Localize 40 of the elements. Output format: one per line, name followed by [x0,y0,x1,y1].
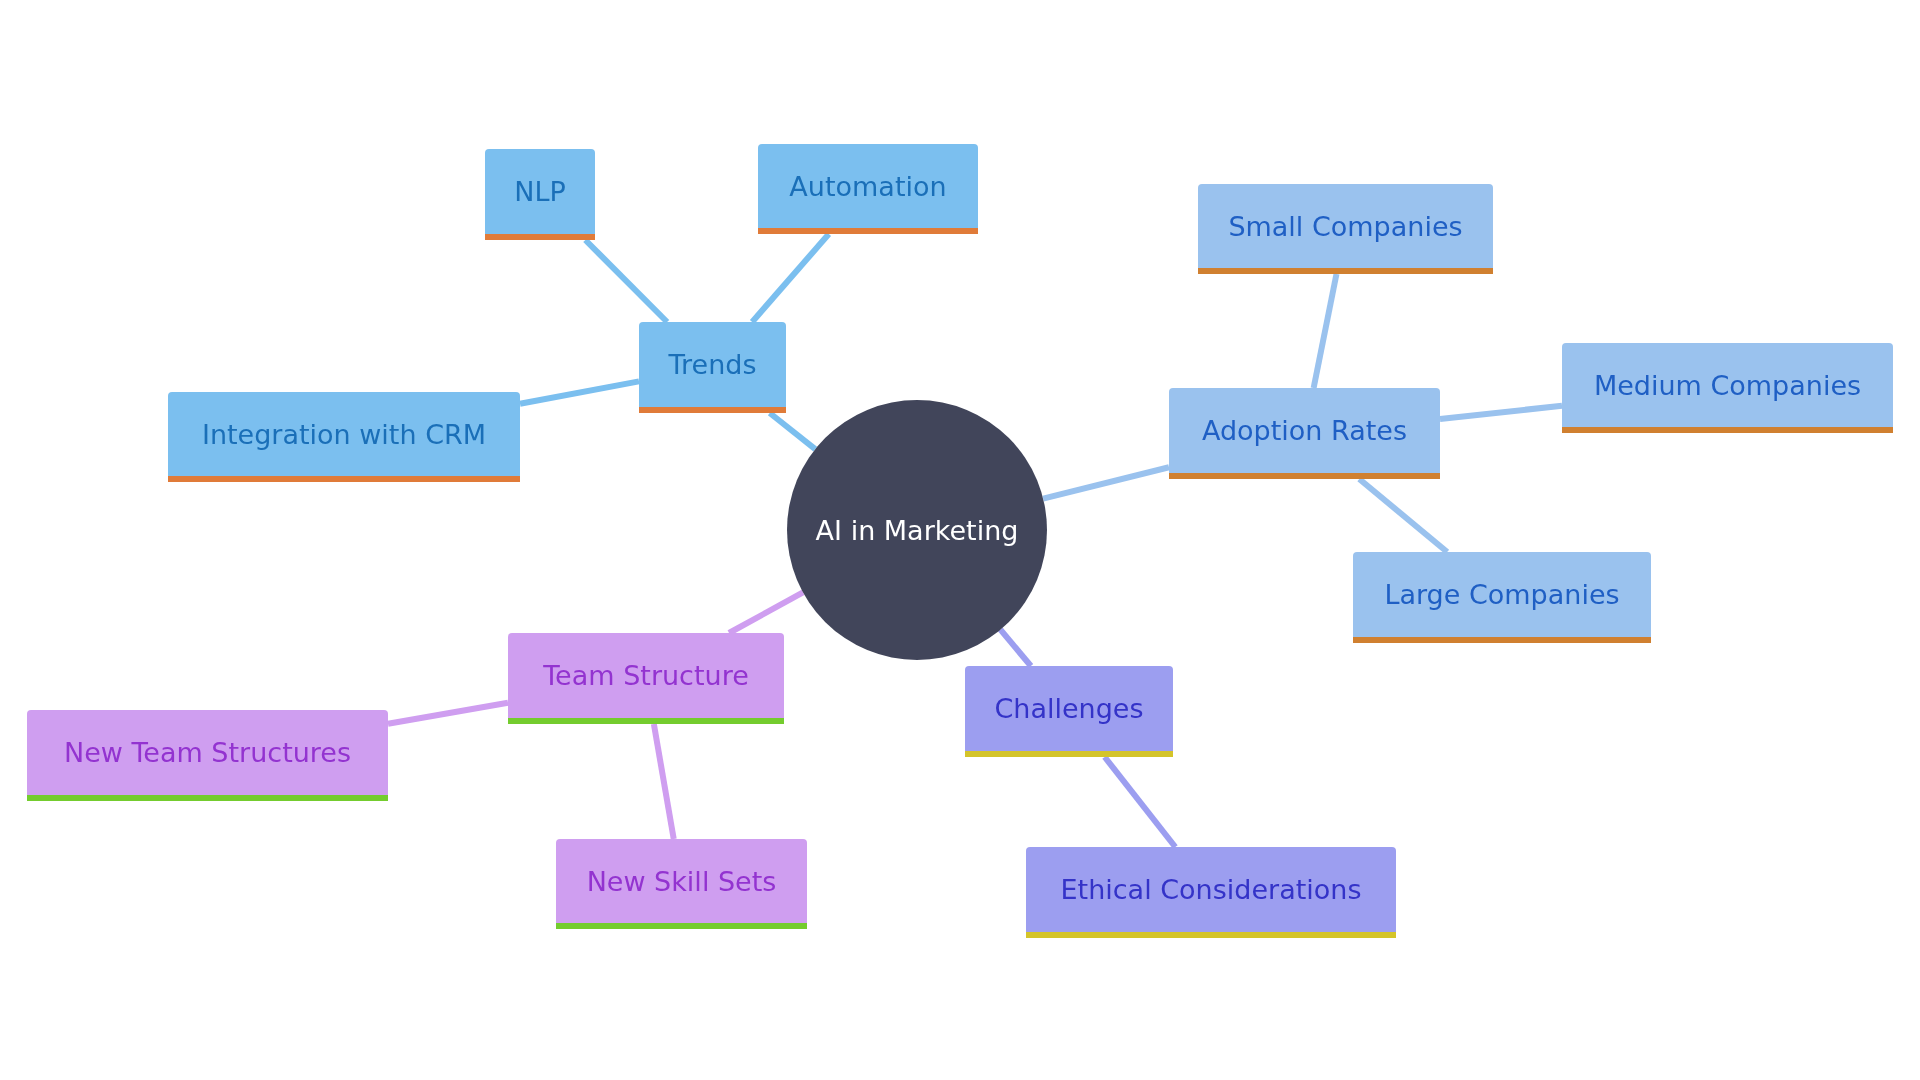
topic-box [1198,184,1493,274]
topic-box [758,144,978,234]
node-label: AI in Marketing [815,514,1019,546]
connector-line [583,237,670,325]
connector-line [749,232,832,324]
topic-box [1562,343,1893,433]
node-label: Ethical Considerations [1060,874,1362,905]
topic-box [556,839,807,929]
node-label: Adoption Rates [1201,415,1408,446]
connector-line [1357,476,1450,555]
connector-line [1439,402,1563,422]
topic-box [27,710,388,801]
connector-line [1310,273,1340,389]
connector-line [650,723,677,840]
connector-line [519,378,640,407]
node-label: Small Companies [1228,210,1463,242]
node-label: Challenges [994,693,1144,724]
connector-line [998,627,1034,668]
node-label: Trends [668,349,757,380]
topic-box [508,633,784,724]
connector-line [767,410,818,452]
connector-line [727,589,805,636]
node-label: Team Structure [543,660,749,691]
node-label: New Team Structures [63,737,352,768]
connector-line [1102,755,1178,849]
node-label: Large Companies [1384,579,1620,610]
topic-box [1353,552,1651,643]
node-label: Medium Companies [1593,369,1862,401]
topic-box [485,149,595,240]
topic-box [639,322,786,413]
connector-line [387,699,509,727]
topic-box [965,666,1173,757]
node-label: NLP [514,176,566,207]
node-label: Integration with CRM [201,418,487,450]
node-label: New Skill Sets [586,865,777,897]
connector-line [1042,464,1170,502]
topic-box [1026,847,1396,938]
topic-box [168,392,520,482]
topic-box [1169,388,1440,479]
node-label: Automation [789,170,947,202]
